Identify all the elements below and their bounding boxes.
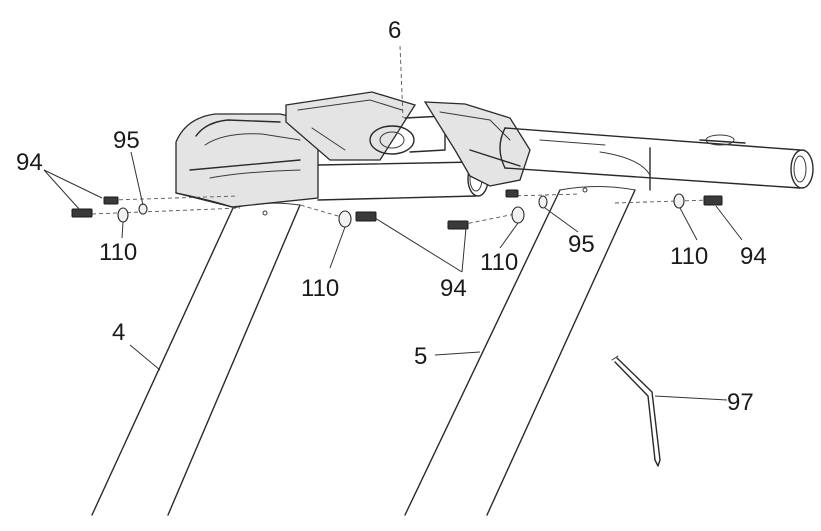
label-part-94-left: 94 xyxy=(16,149,43,176)
washer-95-icon xyxy=(138,203,148,215)
label-part-110-left: 110 xyxy=(99,239,137,266)
label-part-97: 97 xyxy=(727,389,754,416)
label-part-94-center: 94 xyxy=(440,275,467,302)
upright-tube-right xyxy=(404,186,636,516)
label-part-94-right: 94 xyxy=(740,243,767,270)
part-labels: 6 94 95 110 110 94 110 95 110 94 4 5 97 xyxy=(16,17,767,416)
label-part-5: 5 xyxy=(414,343,427,370)
label-part-95-right: 95 xyxy=(568,231,595,258)
washer-95-icon xyxy=(538,195,548,209)
bolt-94-icon xyxy=(703,195,723,206)
washer-110-icon xyxy=(338,210,352,228)
bolt-94-icon xyxy=(355,211,377,222)
washer-110-icon xyxy=(511,206,525,224)
console-handlebar-assembly xyxy=(175,91,814,208)
label-part-4: 4 xyxy=(112,319,125,346)
bolt-94-short-icon xyxy=(103,196,119,205)
hardware-left xyxy=(71,195,241,223)
label-part-110-center-right: 110 xyxy=(480,249,518,276)
label-part-110-center: 110 xyxy=(301,275,339,302)
leader-lines xyxy=(43,45,743,401)
hardware-right xyxy=(614,193,723,209)
bolt-94-icon xyxy=(447,220,469,230)
bolt-94-icon xyxy=(71,208,93,218)
label-part-6: 6 xyxy=(388,17,401,44)
washer-110-icon xyxy=(673,193,685,209)
mounting-holes xyxy=(262,187,588,216)
bolt-94-short-icon xyxy=(505,189,519,198)
hardware-center xyxy=(299,189,581,230)
hex-key-tool xyxy=(611,355,661,467)
washer-110-icon xyxy=(117,207,129,223)
label-part-110-right: 110 xyxy=(670,243,708,270)
label-part-95-left: 95 xyxy=(113,127,140,154)
